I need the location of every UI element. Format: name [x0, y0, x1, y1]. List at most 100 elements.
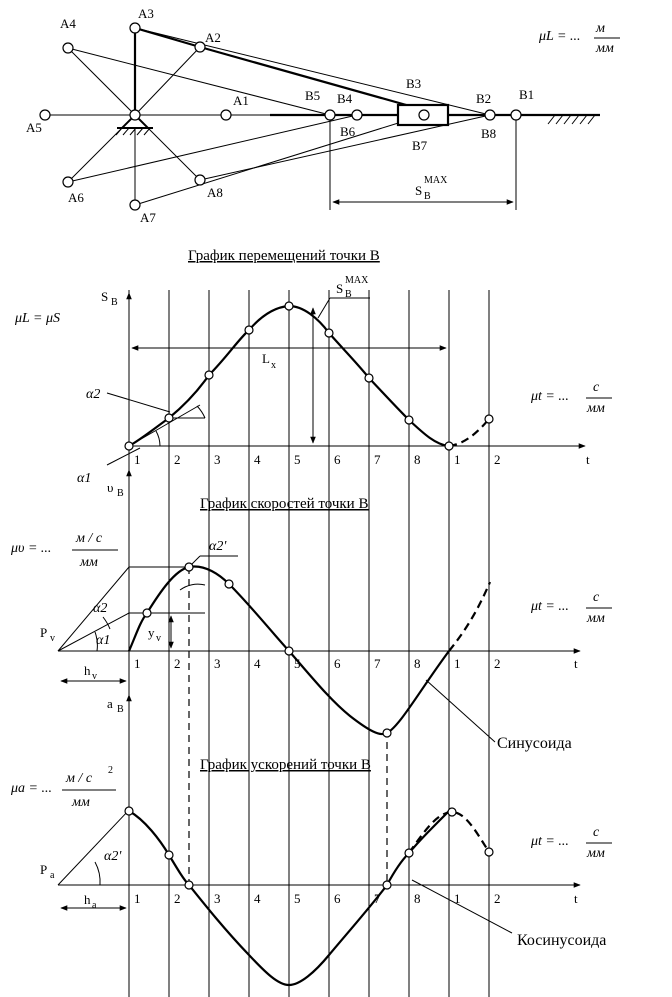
- svg-text:1: 1: [454, 891, 461, 906]
- velocity-points: [142, 562, 392, 738]
- svg-text:a: a: [107, 696, 113, 711]
- length-scale-den: мм: [595, 41, 614, 56]
- joint-O: [129, 109, 141, 121]
- label-B6: B6: [340, 124, 356, 139]
- svg-text:мм: мм: [586, 846, 605, 861]
- svg-text:2: 2: [174, 891, 181, 906]
- svg-text:α1: α1: [77, 471, 91, 486]
- svg-text:L: L: [262, 351, 270, 366]
- label-B4: B4: [337, 91, 353, 106]
- svg-text:м / с: м / с: [75, 531, 103, 546]
- svg-text:B: B: [117, 704, 124, 715]
- svg-text:3: 3: [214, 452, 221, 467]
- svg-text:8: 8: [414, 891, 421, 906]
- svg-text:с: с: [593, 590, 600, 605]
- label-A1: A1: [233, 93, 249, 108]
- svg-text:t: t: [586, 452, 590, 467]
- acceleration-points: [124, 806, 494, 890]
- svg-text:μt = ...: μt = ...: [530, 599, 569, 614]
- label-A2: A2: [205, 30, 221, 45]
- svg-text:2: 2: [174, 656, 181, 671]
- displacement-ticks: 1 2 3 4 5 6 7 8 1 2 t: [134, 452, 590, 467]
- svg-text:a: a: [50, 870, 55, 881]
- svg-text:3: 3: [214, 891, 221, 906]
- label-A7: A7: [140, 210, 156, 225]
- svg-text:5: 5: [294, 452, 301, 467]
- stroke-label: S: [415, 183, 422, 198]
- svg-text:4: 4: [254, 891, 261, 906]
- length-scale-num: м: [595, 21, 605, 36]
- mechanism-drawing: [39, 22, 600, 211]
- svg-text:мм: мм: [586, 611, 605, 626]
- label-B2: B2: [476, 91, 491, 106]
- acceleration-title: График ускорений точки B: [200, 757, 371, 773]
- svg-text:MAX: MAX: [345, 275, 369, 286]
- svg-text:P: P: [40, 625, 47, 640]
- label-A4: A4: [60, 16, 76, 31]
- svg-text:α2: α2: [93, 601, 107, 616]
- svg-text:υ: υ: [107, 480, 113, 495]
- displacement-scale: μL = μS: [14, 311, 60, 326]
- svg-text:v: v: [156, 633, 161, 644]
- svg-text:мм: мм: [79, 555, 98, 570]
- svg-text:6: 6: [334, 891, 341, 906]
- svg-text:S: S: [336, 281, 343, 296]
- label-B3: B3: [406, 76, 421, 91]
- svg-text:с: с: [593, 380, 600, 395]
- svg-text:2: 2: [494, 891, 501, 906]
- svg-text:S: S: [101, 289, 108, 304]
- label-A5: A5: [26, 120, 42, 135]
- svg-text:1: 1: [134, 656, 141, 671]
- svg-text:6: 6: [334, 452, 341, 467]
- svg-text:P: P: [40, 862, 47, 877]
- svg-text:8: 8: [414, 452, 421, 467]
- label-A6: A6: [68, 190, 84, 205]
- svg-text:7: 7: [374, 891, 381, 906]
- svg-text:1: 1: [454, 656, 461, 671]
- ground-hatch-right: [547, 114, 596, 125]
- svg-text:h: h: [84, 663, 91, 678]
- svg-text:B: B: [111, 297, 118, 308]
- svg-text:2: 2: [494, 656, 501, 671]
- time-grid: [128, 290, 490, 997]
- svg-text:6: 6: [334, 656, 341, 671]
- svg-text:α2: α2: [86, 387, 100, 402]
- svg-text:MAX: MAX: [424, 175, 448, 186]
- label-B1: B1: [519, 87, 534, 102]
- mechanism-labels: A3 A2 A4 A5 A1 A6 A7 A8 B5 B4 B6 B3 B7 B…: [26, 6, 620, 225]
- svg-text:7: 7: [374, 656, 381, 671]
- svg-text:B: B: [424, 191, 431, 202]
- svg-text:2: 2: [494, 452, 501, 467]
- acceleration-curve: [128, 810, 450, 987]
- svg-text:v: v: [50, 633, 55, 644]
- label-B7: B7: [412, 138, 428, 153]
- svg-text:B: B: [345, 289, 352, 300]
- velocity-title: График скоростей точки B: [200, 496, 368, 512]
- displacement-title: График перемещений точки B: [188, 248, 380, 264]
- svg-text:x: x: [271, 360, 276, 371]
- svg-text:1: 1: [454, 452, 461, 467]
- svg-text:5: 5: [294, 656, 301, 671]
- acceleration-graph: График ускорений точки B a B μa = ... м …: [10, 694, 612, 987]
- svg-text:μt = ...: μt = ...: [530, 834, 569, 849]
- svg-text:t: t: [574, 891, 578, 906]
- svg-text:α2': α2': [104, 849, 122, 864]
- svg-text:2: 2: [108, 765, 113, 776]
- svg-text:мм: мм: [71, 795, 90, 810]
- displacement-graph: График перемещений точки B S B μL = μS L…: [14, 248, 612, 486]
- ground-hatch-left: [115, 127, 153, 136]
- svg-text:3: 3: [214, 656, 221, 671]
- svg-text:4: 4: [254, 452, 261, 467]
- svg-text:y: y: [148, 625, 155, 640]
- displacement-points: [124, 301, 494, 451]
- svg-text:мм: мм: [586, 401, 605, 416]
- svg-text:2: 2: [174, 452, 181, 467]
- svg-text:α1: α1: [96, 633, 110, 648]
- svg-text:α2': α2': [209, 539, 227, 554]
- label-A3: A3: [138, 6, 154, 21]
- svg-text:μa = ...: μa = ...: [10, 781, 52, 796]
- velocity-graph: График скоростей точки B υ B μυ = ... м …: [10, 469, 612, 752]
- svg-text:4: 4: [254, 656, 261, 671]
- cosine-label: Косинусоида: [517, 932, 606, 949]
